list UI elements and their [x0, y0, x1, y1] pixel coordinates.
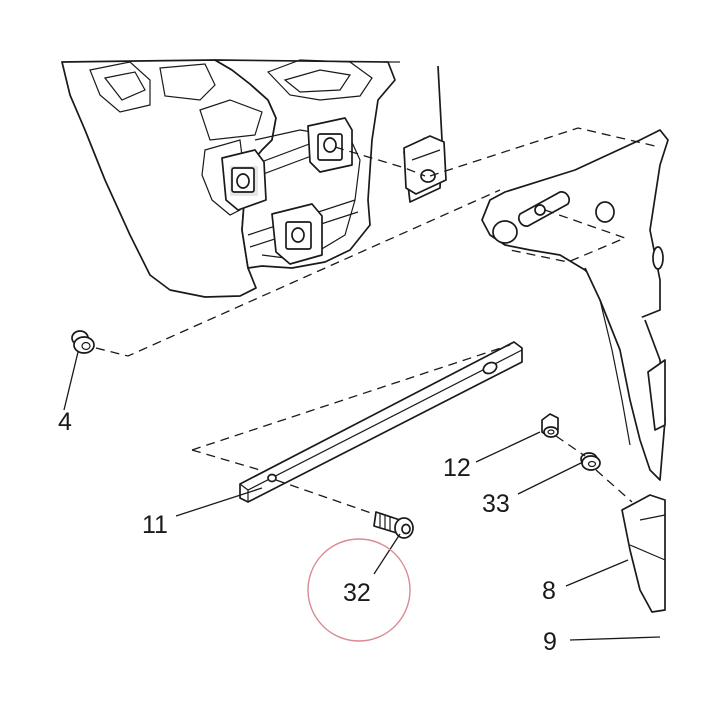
callout-12: 12: [443, 454, 471, 482]
highlight-circle: [307, 538, 411, 642]
callout-9: 9: [543, 628, 557, 656]
support-strap: [239, 341, 523, 503]
callout-11: 11: [142, 511, 168, 539]
speed-nut-clip: [403, 65, 447, 203]
nut-12: [541, 413, 559, 438]
leader-lines: [63, 351, 661, 641]
bolt: [373, 511, 414, 539]
assembly-lines: [95, 127, 656, 515]
mounting-bracket: [481, 129, 669, 613]
callout-32: 32: [343, 579, 371, 607]
callout-8: 8: [542, 577, 556, 605]
nut-4: [71, 330, 95, 354]
callout-4: 4: [58, 408, 72, 436]
fairing-housing: [61, 59, 400, 298]
callout-33: 33: [482, 490, 510, 518]
housing-clip-tabs: [221, 117, 353, 265]
